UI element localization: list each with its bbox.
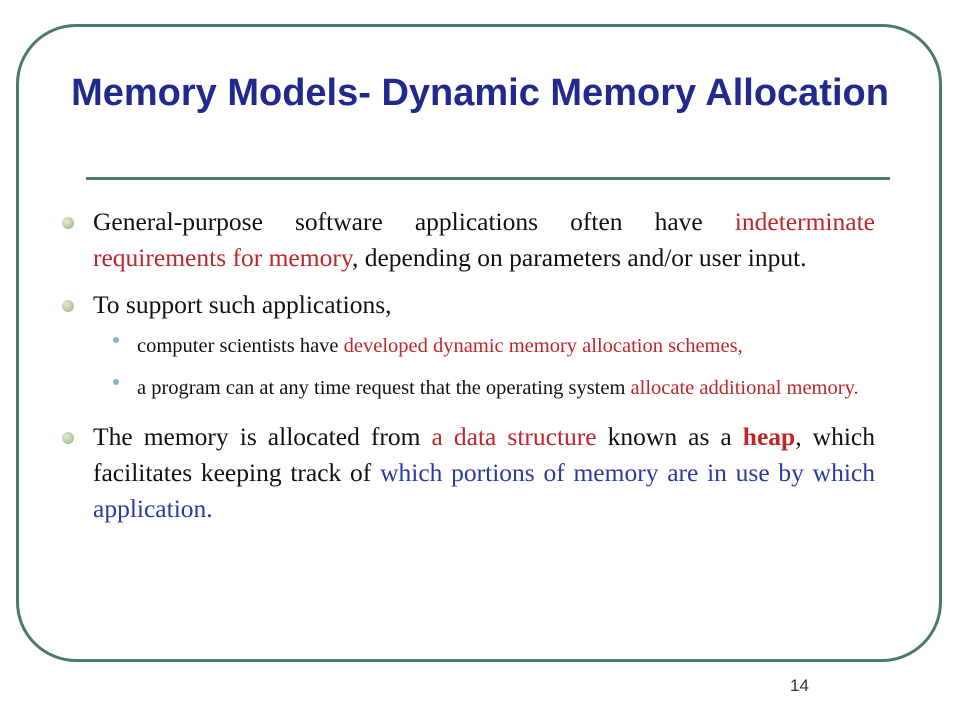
bullet-text: To support such applications, xyxy=(93,290,392,319)
page-number: 14 xyxy=(790,676,809,695)
bullet-text: , which facilitates keeping track of xyxy=(93,422,875,487)
bullet-text: , depending on parameters and/or user in… xyxy=(351,243,807,272)
bullet-text: General-purpose software applications of… xyxy=(93,207,735,236)
bullet-text: known as a xyxy=(596,422,743,451)
sub-bullet-dot-icon xyxy=(113,379,119,385)
highlight-text-blue: which portions of memory are in use by w… xyxy=(93,458,875,523)
heap-term: heap xyxy=(742,422,796,451)
highlight-text: developed dynamic memory allocation sche… xyxy=(343,335,743,357)
bullet-item: The memory is allocated from a data stru… xyxy=(60,419,875,527)
slide-content: General-purpose software applications of… xyxy=(60,198,875,527)
title-divider xyxy=(86,177,890,180)
bullet-text: The memory is allocated from xyxy=(93,422,432,451)
sub-bullet-item: computer scientists have developed dynam… xyxy=(60,331,875,361)
bullet-dot-icon xyxy=(62,432,74,444)
bullet-item: General-purpose software applications of… xyxy=(60,204,875,276)
bullet-dot-icon xyxy=(62,217,74,229)
sub-bullet-item: a program can at any time request that t… xyxy=(60,373,875,403)
highlight-text: allocate additional memory. xyxy=(630,377,859,399)
bullet-item: To support such applications, xyxy=(60,287,875,323)
highlight-text: a data structure xyxy=(431,422,597,451)
highlight-text: indeterminate requirements for memory xyxy=(93,207,875,272)
sub-bullet-text: computer scientists have xyxy=(137,335,344,357)
slide-frame xyxy=(16,24,942,662)
slide-title: Memory Models- Dynamic Memory Allocation xyxy=(71,72,889,114)
sub-bullet-text: a program can at any time request that t… xyxy=(137,377,631,399)
bullet-dot-icon xyxy=(62,300,74,312)
sub-bullet-dot-icon xyxy=(113,337,119,343)
